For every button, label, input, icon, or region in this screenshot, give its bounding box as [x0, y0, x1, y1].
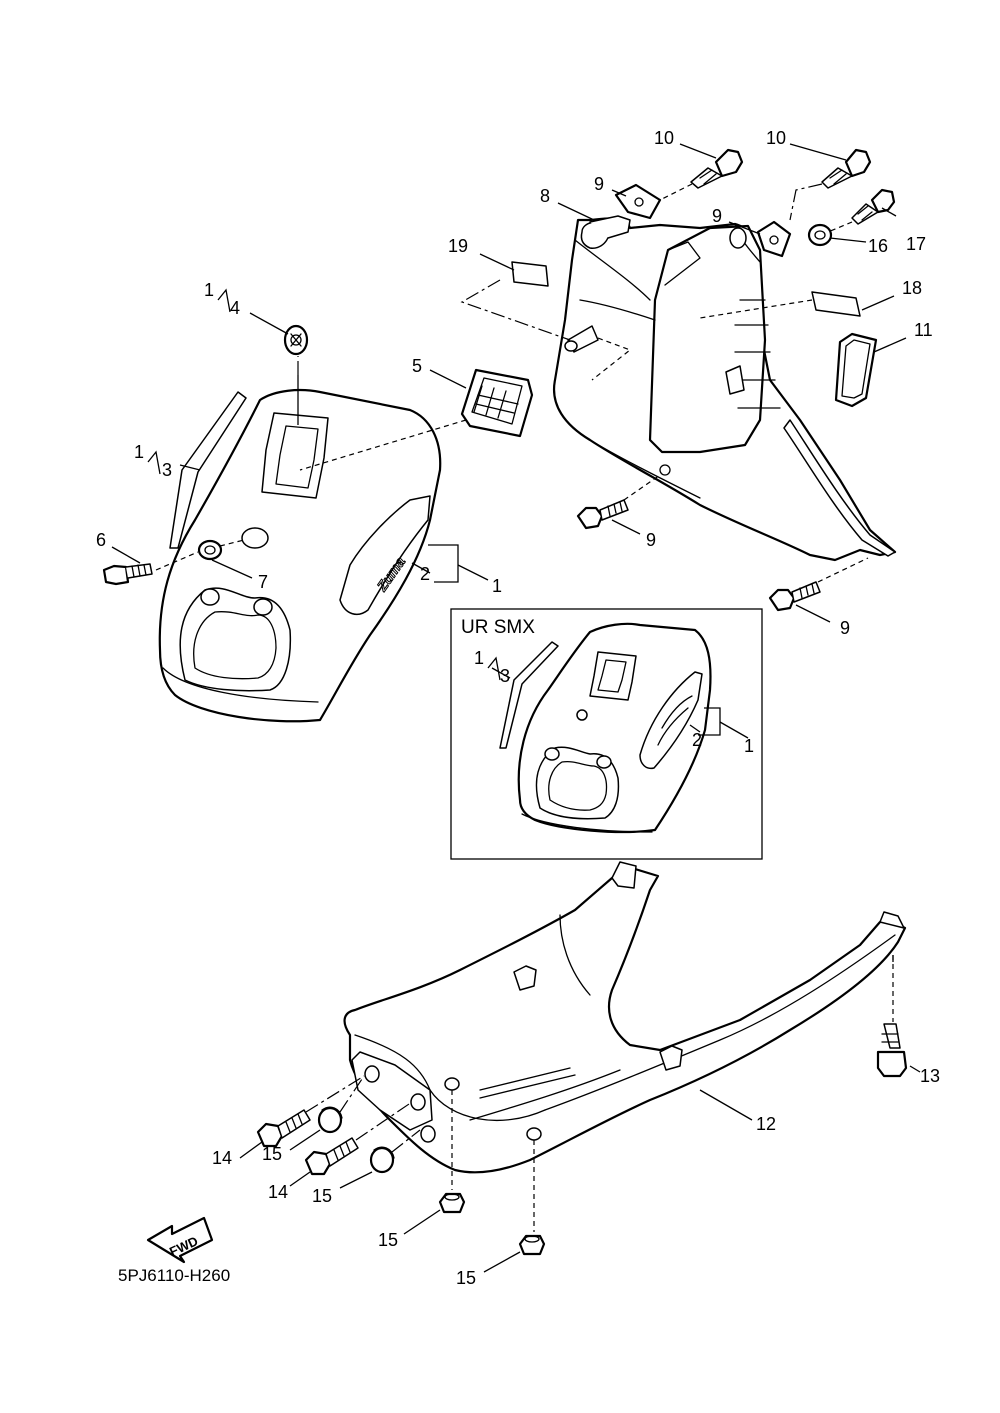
fwd-arrow: FWD	[146, 1216, 214, 1264]
callout-19: 19	[448, 236, 468, 256]
callout-9-c: 9	[646, 530, 656, 550]
callout-1-b: 1	[134, 442, 144, 462]
callout-15-a: 15	[262, 1144, 282, 1164]
grommet-15-a	[317, 1106, 343, 1134]
callout-1-c: 1	[492, 576, 502, 596]
screw-9-c	[576, 499, 629, 530]
callout-5: 5	[412, 356, 422, 376]
callouts: 1 4 1 3 5 6 7 2 1 8 9 9 10 10 17 16 18 1…	[96, 128, 940, 1288]
callout-10-b: 10	[766, 128, 786, 148]
screw-10-b	[821, 148, 872, 189]
grommet-15-d	[518, 1234, 546, 1256]
front-cover: Zuma	[158, 389, 442, 723]
callout-11: 11	[914, 320, 933, 340]
callout-3-b: 3	[500, 666, 510, 686]
footrest-board	[343, 861, 907, 1174]
callout-1-d: 1	[474, 648, 484, 668]
screw-9-d	[768, 581, 821, 612]
callout-4: 4	[230, 298, 240, 318]
label-19	[511, 261, 549, 287]
callout-1-a: 1	[204, 280, 214, 300]
callout-18: 18	[902, 278, 922, 298]
screw-10-a	[690, 148, 744, 189]
callout-10-a: 10	[654, 128, 674, 148]
washer-7	[197, 539, 223, 561]
screw-14-a	[256, 1109, 311, 1148]
seal-11	[834, 332, 878, 408]
grommet-15-b	[369, 1146, 395, 1174]
callout-9-a: 9	[594, 174, 604, 194]
callout-9-b: 9	[712, 206, 722, 226]
callout-16: 16	[868, 236, 888, 256]
callout-7: 7	[258, 572, 268, 592]
callout-12: 12	[756, 1114, 776, 1134]
callout-15-d: 15	[456, 1268, 476, 1288]
inset-ur-smx: UR SMX	[450, 608, 763, 860]
callout-15-b: 15	[312, 1186, 332, 1206]
leader-lines	[111, 143, 921, 1273]
callout-6: 6	[96, 530, 106, 550]
screw-14-b	[304, 1137, 359, 1176]
screw-6	[102, 563, 153, 586]
callout-3: 3	[162, 460, 172, 480]
inner-panel	[552, 215, 897, 562]
callout-2-b: 2	[692, 730, 702, 750]
grommet-15-c	[438, 1192, 466, 1214]
washer-16	[807, 223, 833, 247]
yamaha-emblem	[283, 324, 309, 356]
clip-nut-9-b	[756, 220, 792, 258]
screw-17	[851, 188, 896, 225]
callout-13: 13	[920, 1066, 940, 1086]
label-18	[811, 291, 861, 317]
screw-13	[876, 1023, 908, 1078]
callout-14-b: 14	[268, 1182, 288, 1202]
inset-label: UR SMX	[461, 617, 535, 638]
diagram-code: 5PJ6110-H260	[118, 1266, 230, 1285]
clip-nut-9-a	[614, 183, 662, 220]
callout-2-a: 2	[420, 564, 430, 584]
callout-9-d: 9	[840, 618, 850, 638]
vent-grille	[460, 368, 534, 438]
callout-14-a: 14	[212, 1148, 232, 1168]
callout-1-e: 1	[744, 736, 754, 756]
callout-8: 8	[540, 186, 550, 206]
callout-17: 17	[906, 234, 926, 254]
callout-15-c: 15	[378, 1230, 398, 1250]
